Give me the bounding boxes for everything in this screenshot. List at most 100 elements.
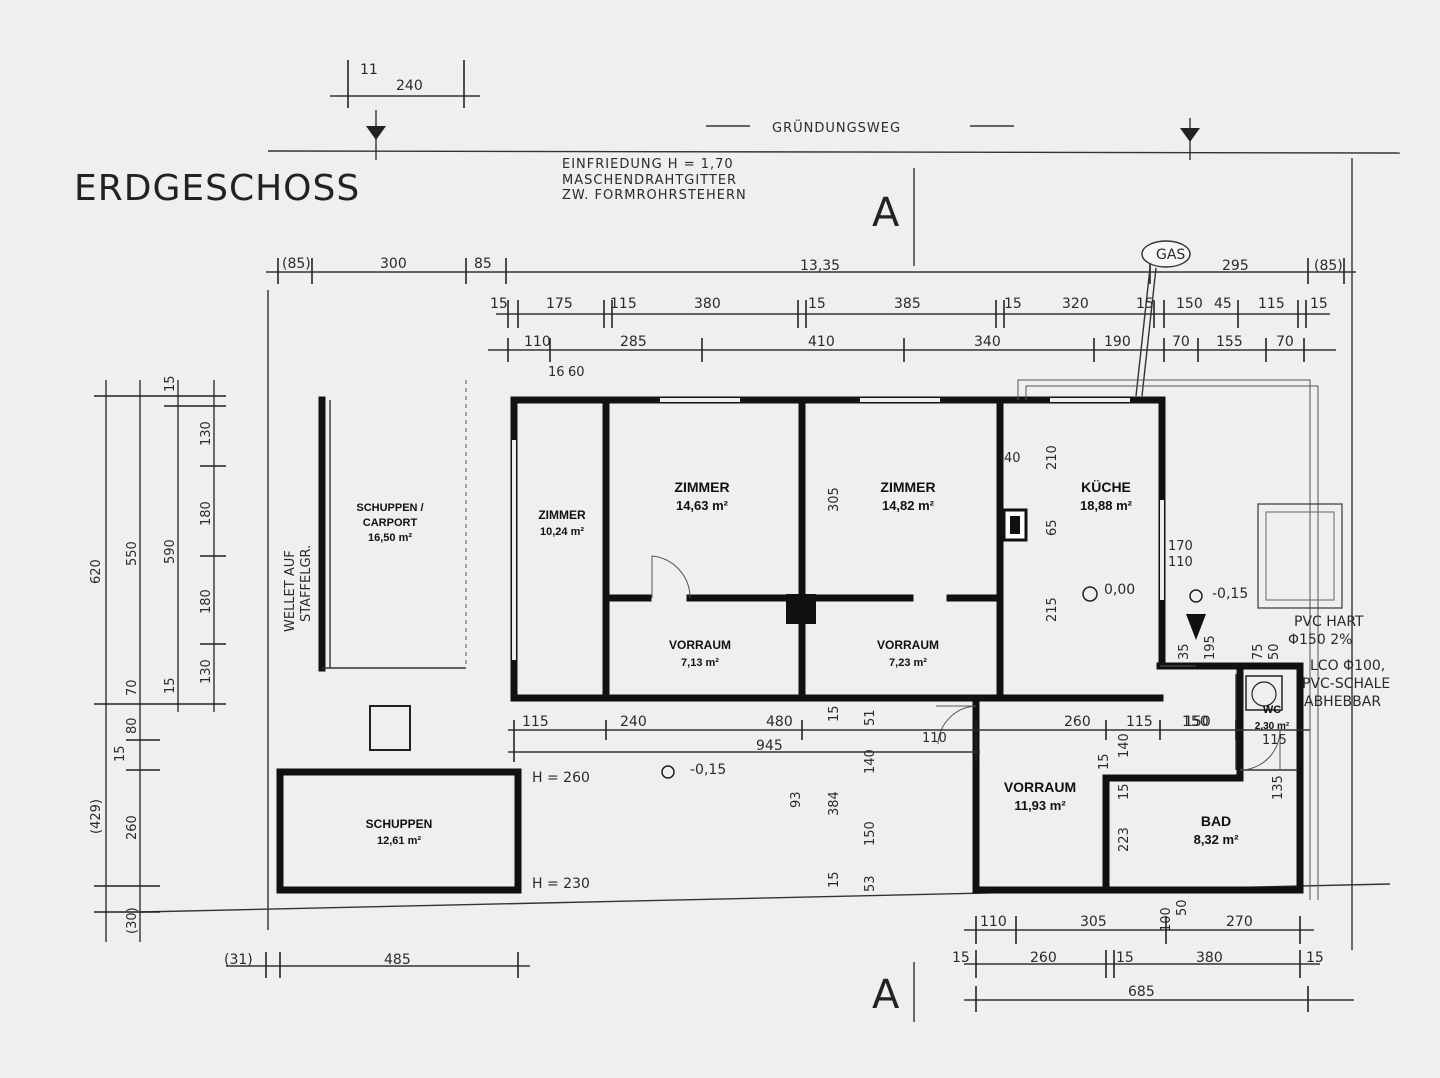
room-name: ZIMMER [674, 479, 729, 495]
dim-label: 100 [1159, 907, 1174, 932]
dimension-chain-bottom-left: (31) 485 [224, 952, 530, 978]
dim-label: 215 [1045, 597, 1060, 622]
dimension-chain-bottom-2: 15 260 15 380 15 [952, 950, 1324, 978]
dim-label: 384 [827, 791, 842, 816]
street-name: GRÜNDUNGSWEG [772, 119, 901, 136]
dim-label: 85 [474, 256, 492, 272]
dim-label: 11 [360, 62, 378, 78]
pvc-note-line-2: Φ150 2% [1288, 632, 1352, 648]
dim-label: 260 [1064, 714, 1091, 730]
toilet-fixture [1245, 675, 1283, 711]
dim-label: 15 [163, 677, 178, 694]
room-area: 16,50 m² [368, 532, 412, 544]
section-letter-bottom: A [872, 972, 900, 1018]
dim-label: 15 [1004, 296, 1022, 312]
dim-label: 480 [766, 714, 793, 730]
room-name: BAD [1201, 813, 1231, 829]
fence-note-line-3: ZW. FORMROHRSTEHERN [562, 188, 747, 203]
dim-label: 115 [1258, 296, 1285, 312]
dim-label: 620 [89, 559, 104, 584]
dim-label: 945 [756, 738, 783, 754]
dim-label: 15 [952, 950, 970, 966]
wc-note-line-3: ABHEBBAR [1304, 694, 1381, 710]
room-area: 7,13 m² [681, 657, 719, 669]
dim-label: (429) [89, 799, 104, 834]
dim-label: 270 [1226, 914, 1253, 930]
room-name: VORRAUM [877, 638, 939, 652]
level-markers: -0,15 -0,15 0,00 [661, 582, 1248, 779]
room-area: 12,61 m² [377, 835, 421, 847]
dim-label: 130 [199, 421, 214, 446]
dim-label: 260 [1030, 950, 1057, 966]
room-area: 2,30 m² [1255, 721, 1290, 732]
dim-label: 135 [1271, 775, 1286, 800]
chimney-box [369, 705, 411, 751]
dim-label: 15 [1117, 783, 1132, 800]
dim-label: 15 [827, 705, 842, 722]
fence-note: EINFRIEDUNG H = 1,70 MASCHENDRAHTGITTER … [562, 157, 747, 203]
dim-label: 15 [163, 375, 178, 392]
carport-wall-label-1: WELLET AUF [283, 550, 298, 632]
dim-label: 240 [620, 714, 647, 730]
dim-label: 410 [808, 334, 835, 350]
dim-label: 15 [1136, 296, 1154, 312]
dim-label: 140 [863, 749, 878, 774]
dim-label: 15 [808, 296, 826, 312]
plan-title: ERDGESCHOSS [74, 168, 360, 209]
house-walls [510, 396, 1304, 894]
dim-label: 150 [863, 821, 878, 846]
dim-label: 65 [1045, 519, 1060, 536]
room-name: SCHUPPEN [366, 817, 433, 831]
dim-label: 380 [1196, 950, 1223, 966]
room-area: 8,32 m² [1194, 832, 1239, 847]
room-name: VORRAUM [1004, 779, 1076, 795]
room-name: KÜCHE [1081, 479, 1131, 495]
dim-label: 260 [125, 815, 140, 840]
section-letter-top: A [872, 190, 900, 236]
room-area: 11,93 m² [1014, 798, 1066, 813]
section-marker-top: A [872, 168, 915, 266]
dim-label: 485 [384, 952, 411, 968]
dim-label: (85) [282, 256, 311, 272]
dimension-chain-top-4: 110 285 410 340 190 70 155 70 [488, 334, 1336, 362]
dim-label: (85) [1314, 258, 1343, 274]
inner-dimensions: 16 60 305 40 210 65 215 170 110 75 50 35… [548, 365, 1287, 892]
dim-label: 190 [1104, 334, 1131, 350]
room-name: ZIMMER [880, 479, 935, 495]
dim-label: 110 [922, 731, 947, 746]
wc-note-line-1: LCO Φ100, [1310, 658, 1385, 674]
dim-label: 590 [163, 539, 178, 564]
dim-label: 110 [524, 334, 551, 350]
dim-label: 80 [125, 717, 140, 734]
drainage-pipes: PVC HART Φ150 2% LCO Φ100, PVC-SCHALE AB… [1017, 379, 1390, 900]
survey-marker-right [1180, 118, 1200, 160]
dim-label: 115 [1126, 714, 1153, 730]
dim-label: 15 [1116, 950, 1134, 966]
dim-label: 15 [113, 745, 128, 762]
dimension-chain-bottom-1: 110 305 270 100 50 [964, 899, 1314, 944]
dim-label: 295 [1222, 258, 1249, 274]
dim-label: 180 [199, 589, 214, 614]
room-labels: ZIMMER 10,24 m² ZIMMER 14,63 m² ZIMMER 1… [356, 479, 1290, 847]
door-swings [651, 555, 1281, 771]
section-marker-bottom: A [872, 962, 915, 1022]
dim-label: 300 [380, 256, 407, 272]
room-area: 14,63 m² [676, 498, 729, 513]
dim-label: 15 [1097, 753, 1112, 770]
pvc-note-line-1: PVC HART [1294, 614, 1364, 630]
dim-label: 50 [1175, 899, 1190, 916]
storage-shed: H = 260 H = 230 [276, 768, 590, 894]
dim-label: 35 [1177, 643, 1192, 660]
dimension-chain-left: 620 550 590 15 130 180 180 130 70 15 80 … [89, 375, 226, 942]
dim-label: 115 [1262, 733, 1287, 748]
dim-label: 110 [980, 914, 1007, 930]
room-name: VORRAUM [669, 638, 731, 652]
fence-note-line-1: EINFRIEDUNG H = 1,70 [562, 157, 734, 172]
dim-label: 175 [546, 296, 573, 312]
room-name: ZIMMER [538, 508, 586, 522]
room-area: 10,24 m² [540, 526, 584, 538]
dim-label: 385 [894, 296, 921, 312]
dim-label: 15 [1306, 950, 1324, 966]
dim-label: 223 [1117, 827, 1132, 852]
dim-label: 93 [789, 791, 804, 808]
